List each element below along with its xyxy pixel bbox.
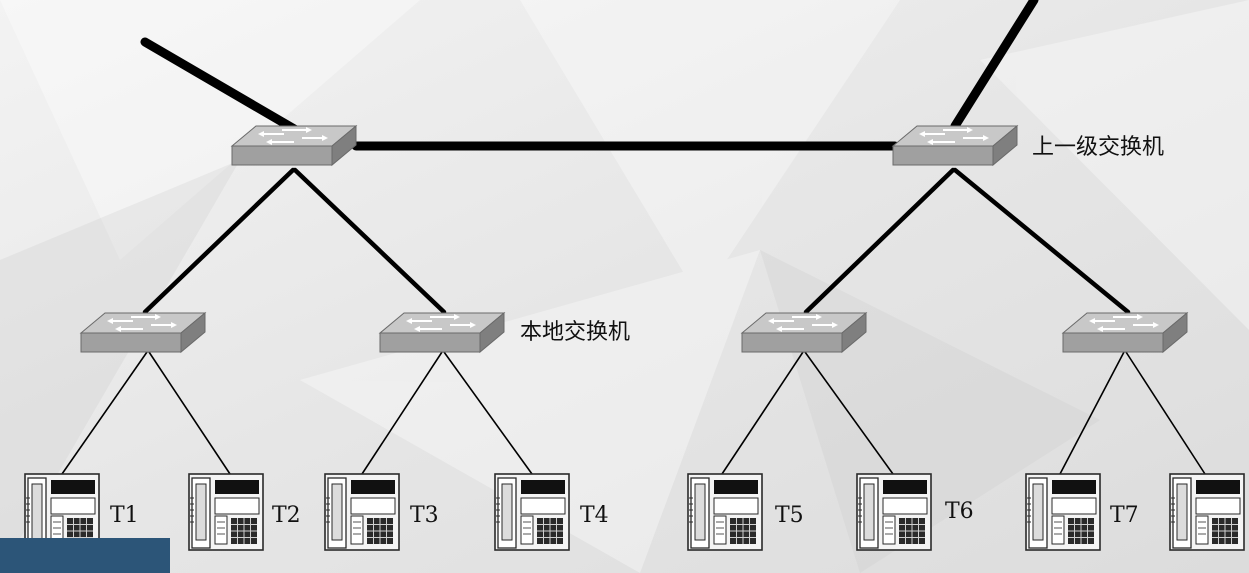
link-upper-right-to-sw3 [803,167,956,315]
distribution-links [142,167,1131,315]
terminal-label-t1: T1 [110,503,139,528]
phone-t5 [687,473,763,551]
phone-t6 [856,473,932,551]
phone-t3 [324,473,400,551]
local-switch-2 [379,312,505,353]
link-upper-left-to-sw2 [292,167,447,315]
phone-t8 [1169,473,1245,551]
phone-t2 [188,473,264,551]
phone-t4 [494,473,570,551]
terminal-label-t2: T2 [272,503,301,528]
trunk-links [140,0,1039,151]
local-switch-label: 本地交换机 [520,320,630,345]
terminal-label-t7: T7 [1110,503,1139,528]
terminal-label-t3: T3 [410,503,439,528]
link-upper-right-to-sw4 [952,167,1131,315]
local-switch-4 [1062,312,1188,353]
uplink-left [140,37,301,135]
terminal-label-t6: T6 [945,499,974,524]
access-links [61,351,1206,475]
link-upper-left-to-sw1 [142,167,296,315]
upper-switch-label: 上一级交换机 [1032,135,1164,160]
local-switch-1 [80,312,206,353]
slide-corner-block [0,538,170,573]
phone-t7 [1025,473,1101,551]
local-switch-3 [741,312,867,353]
upper-switch-right [892,125,1018,166]
terminal-label-t5: T5 [775,503,804,528]
upper-switch-left [231,125,357,166]
terminal-label-t4: T4 [580,503,609,528]
uplink-right [950,0,1039,131]
